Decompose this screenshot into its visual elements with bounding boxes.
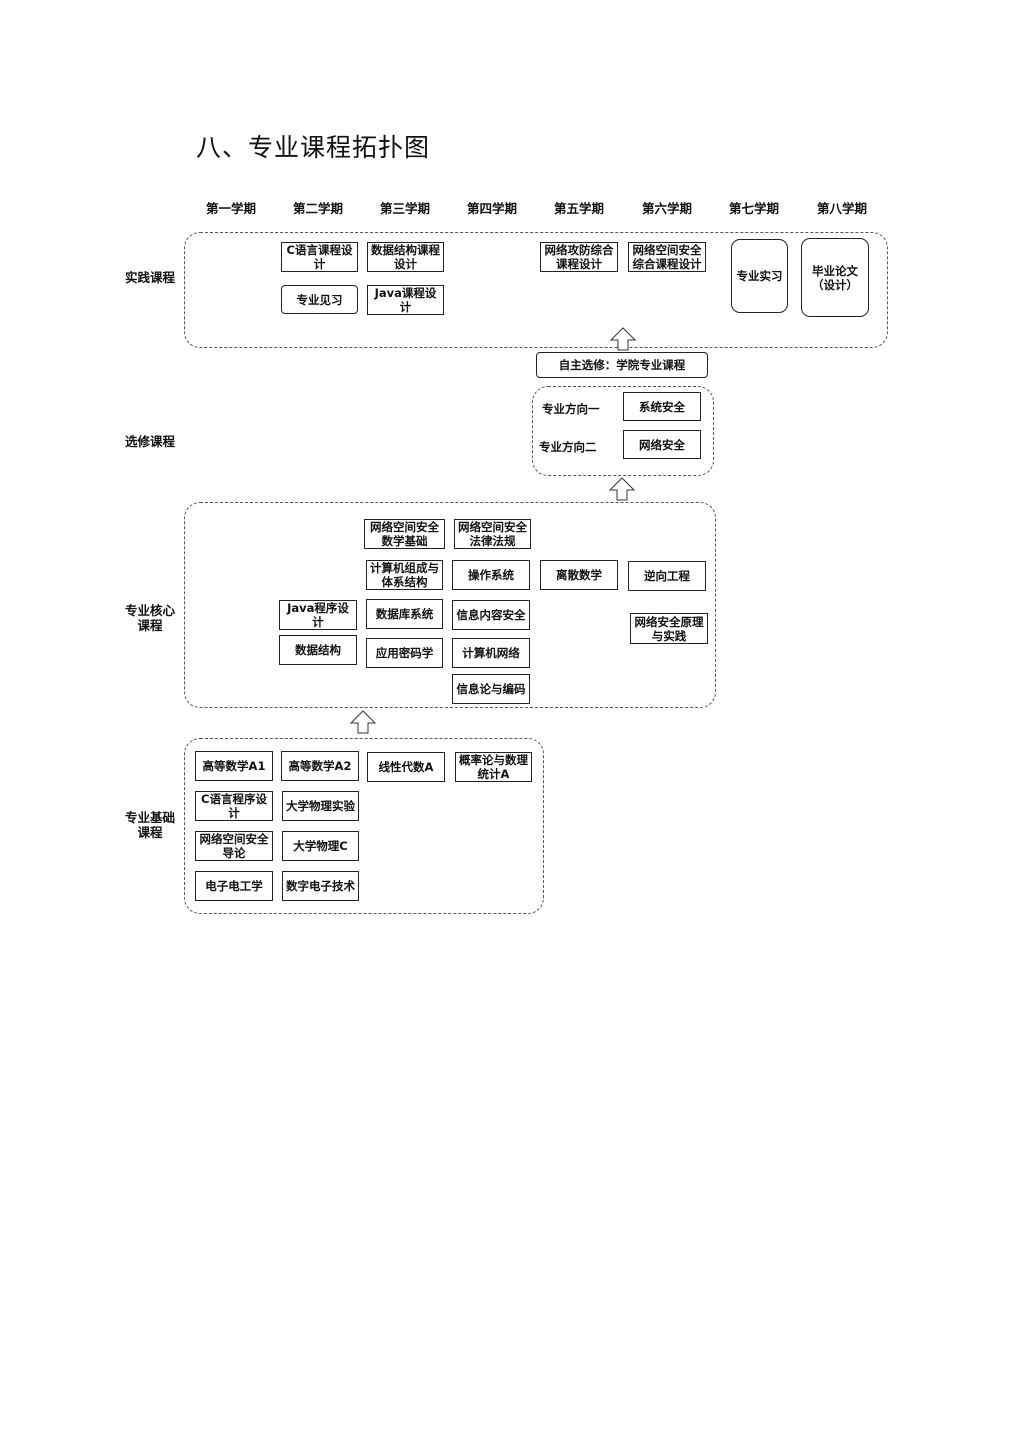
course-applied-crypto[interactable]: 应用密码学	[366, 638, 443, 668]
course-probability[interactable]: 概率论与数理统计A	[455, 752, 532, 782]
course-java-programming[interactable]: Java程序设计	[279, 600, 357, 630]
arrow-up-icon	[608, 477, 636, 501]
course-netsec-principle[interactable]: 网络安全原理与实践	[630, 613, 708, 644]
semester-6: 第六学期	[641, 201, 692, 216]
course-ds-design[interactable]: 数据结构课程设计	[367, 242, 444, 272]
course-cyber-intro[interactable]: 网络空间安全导论	[195, 831, 273, 861]
course-java-design[interactable]: Java课程设计	[367, 285, 444, 315]
course-database[interactable]: 数据库系统	[366, 599, 443, 629]
course-cyber-law[interactable]: 网络空间安全法律法规	[454, 519, 531, 549]
semester-7: 第七学期	[728, 201, 779, 216]
course-data-structure[interactable]: 数据结构	[279, 635, 357, 665]
course-observation[interactable]: 专业见习	[281, 285, 358, 314]
course-network-security[interactable]: 网络安全	[623, 430, 701, 459]
course-thesis[interactable]: 毕业论文（设计）	[801, 238, 869, 317]
course-math-a1[interactable]: 高等数学A1	[195, 751, 273, 781]
course-college-elective[interactable]: 自主选修：学院专业课程	[536, 352, 708, 378]
course-computer-network[interactable]: 计算机网络	[452, 638, 530, 668]
course-cyber-math[interactable]: 网络空间安全数学基础	[364, 519, 445, 549]
row-label-foundation: 专业基础课程	[124, 810, 175, 840]
course-operating-system[interactable]: 操作系统	[452, 560, 530, 590]
semester-2: 第二学期	[292, 201, 343, 216]
page-title: 八、专业课程拓扑图	[196, 133, 431, 162]
course-system-security[interactable]: 系统安全	[623, 392, 701, 421]
course-cyber-comprehensive-design[interactable]: 网络空间安全综合课程设计	[628, 242, 706, 272]
course-math-a2[interactable]: 高等数学A2	[281, 751, 359, 781]
practice-group	[184, 232, 888, 348]
course-info-theory[interactable]: 信息论与编码	[452, 674, 530, 704]
course-physics-lab[interactable]: 大学物理实验	[282, 791, 359, 821]
course-computer-architecture[interactable]: 计算机组成与体系结构	[366, 560, 443, 590]
core-group	[184, 502, 716, 708]
semester-1: 第一学期	[205, 201, 256, 216]
semester-3: 第三学期	[379, 201, 430, 216]
course-reverse-engineering[interactable]: 逆向工程	[628, 561, 706, 591]
direction-1-label: 专业方向一	[542, 402, 600, 416]
arrow-up-icon	[609, 327, 637, 351]
course-c-design[interactable]: C语言课程设计	[281, 242, 358, 272]
course-physics-c[interactable]: 大学物理C	[282, 831, 359, 861]
course-attack-defense-design[interactable]: 网络攻防综合课程设计	[540, 242, 618, 272]
semester-8: 第八学期	[816, 201, 867, 216]
arrow-up-icon	[349, 710, 377, 734]
foundation-group	[184, 738, 544, 914]
row-label-practice: 实践课程	[124, 270, 175, 285]
course-c-programming[interactable]: C语言程序设计	[195, 791, 273, 821]
course-digital-electronics[interactable]: 数字电子技术	[282, 871, 359, 901]
course-internship[interactable]: 专业实习	[731, 239, 788, 313]
course-info-content-security[interactable]: 信息内容安全	[452, 600, 530, 630]
direction-2-label: 专业方向二	[539, 440, 597, 454]
row-label-elective: 选修课程	[124, 434, 175, 449]
course-discrete-math[interactable]: 离散数学	[540, 560, 618, 590]
course-electrotechnics[interactable]: 电子电工学	[195, 871, 273, 901]
semester-5: 第五学期	[553, 201, 604, 216]
elective-group	[532, 386, 714, 476]
row-label-core: 专业核心课程	[124, 603, 175, 633]
course-linear-algebra[interactable]: 线性代数A	[367, 752, 445, 782]
semester-4: 第四学期	[466, 201, 517, 216]
